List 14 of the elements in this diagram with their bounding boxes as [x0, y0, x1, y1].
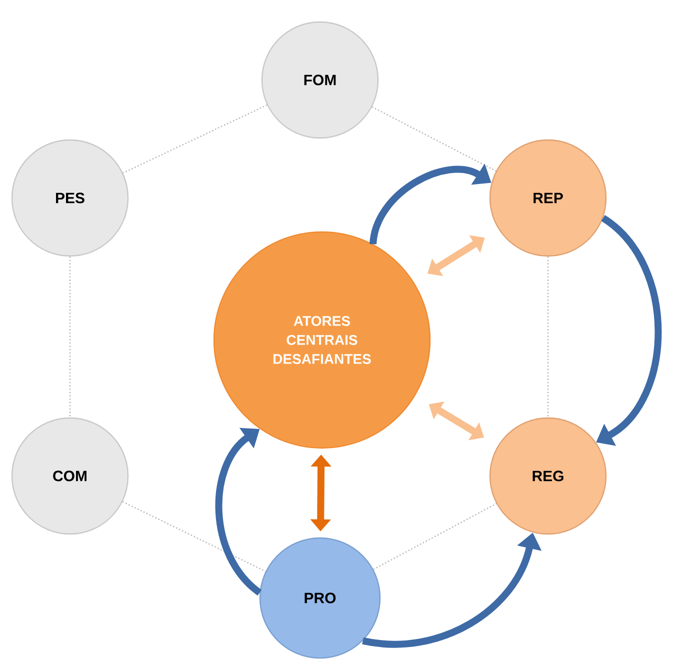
curved-arrow — [215, 428, 262, 596]
dotted-line — [372, 106, 496, 172]
circle-node: PES — [11, 139, 129, 257]
circle-node: ATORES CENTRAIS DESAFIANTES — [213, 231, 431, 449]
dotted-line — [122, 501, 266, 572]
dotted-line — [122, 104, 268, 174]
dotted-line — [69, 256, 71, 418]
circle-node: REP — [489, 139, 607, 257]
circle-node: FOM — [261, 21, 379, 139]
circle-node: REG — [489, 417, 607, 535]
circle-node: COM — [11, 417, 129, 535]
dotted-line — [547, 256, 549, 418]
dotted-line — [373, 503, 497, 570]
circle-node: PRO — [259, 537, 381, 659]
